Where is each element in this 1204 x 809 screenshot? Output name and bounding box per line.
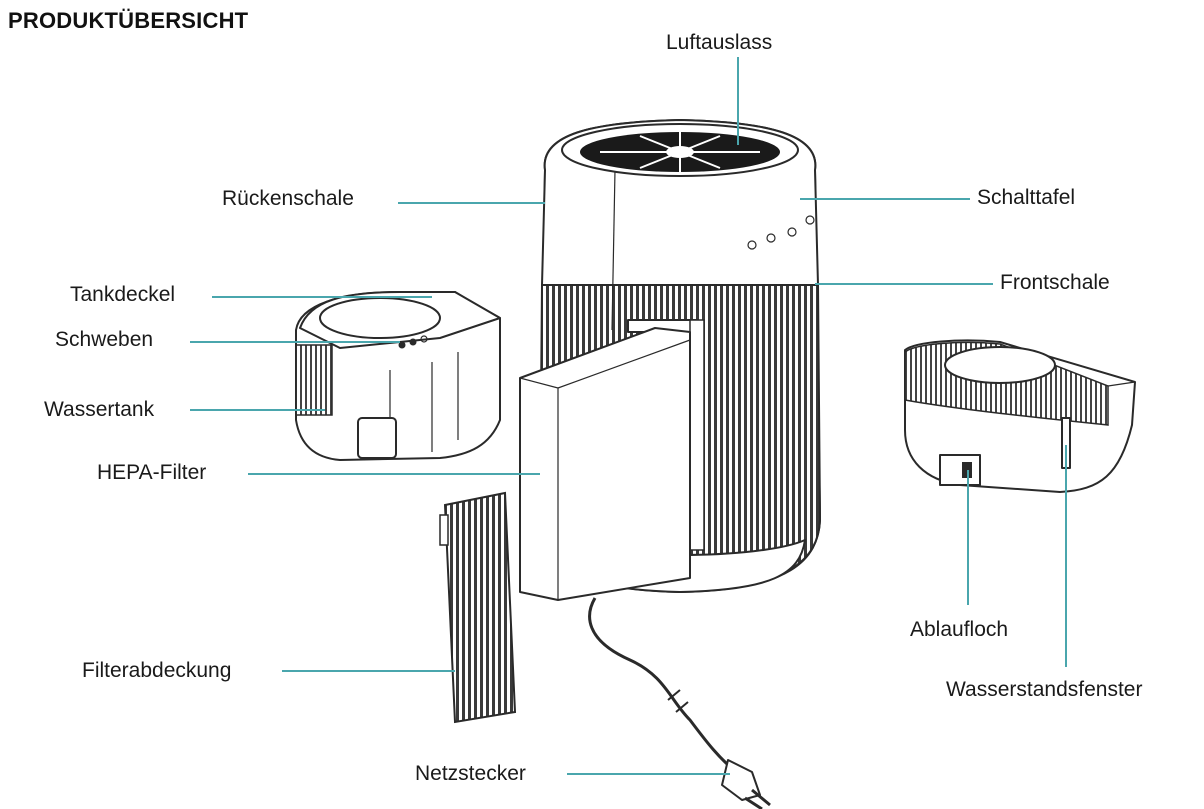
leader-lines [190, 57, 1067, 775]
filter-cover-drawing [439, 491, 517, 724]
hepa-filter-drawing [519, 327, 691, 601]
label-filterabdeckung: Filterabdeckung [82, 659, 232, 682]
label-wasserstandsfenster: Wasserstandsfenster [946, 678, 1143, 701]
control-buttons [747, 215, 815, 250]
label-schalttafel: Schalttafel [977, 186, 1076, 209]
label-netzstecker: Netzstecker [415, 762, 526, 785]
label-tankdeckel: Tankdeckel [70, 283, 176, 306]
water-tank-rear-drawing [904, 339, 1136, 493]
page-title: PRODUKTÜBERSICHT [8, 8, 249, 33]
label-frontschale: Frontschale [1000, 271, 1110, 294]
power-cord-drawing [588, 597, 771, 809]
label-schweben: Schweben [55, 328, 154, 351]
label-hepa-filter: HEPA-Filter [97, 461, 207, 484]
water-tank-drawing [295, 291, 501, 461]
label-rueckenschale: Rückenschale [222, 187, 354, 210]
label-wassertank: Wassertank [44, 398, 155, 421]
label-luftauslass: Luftauslass [666, 31, 773, 54]
label-ablaufloch: Ablaufloch [910, 618, 1009, 641]
